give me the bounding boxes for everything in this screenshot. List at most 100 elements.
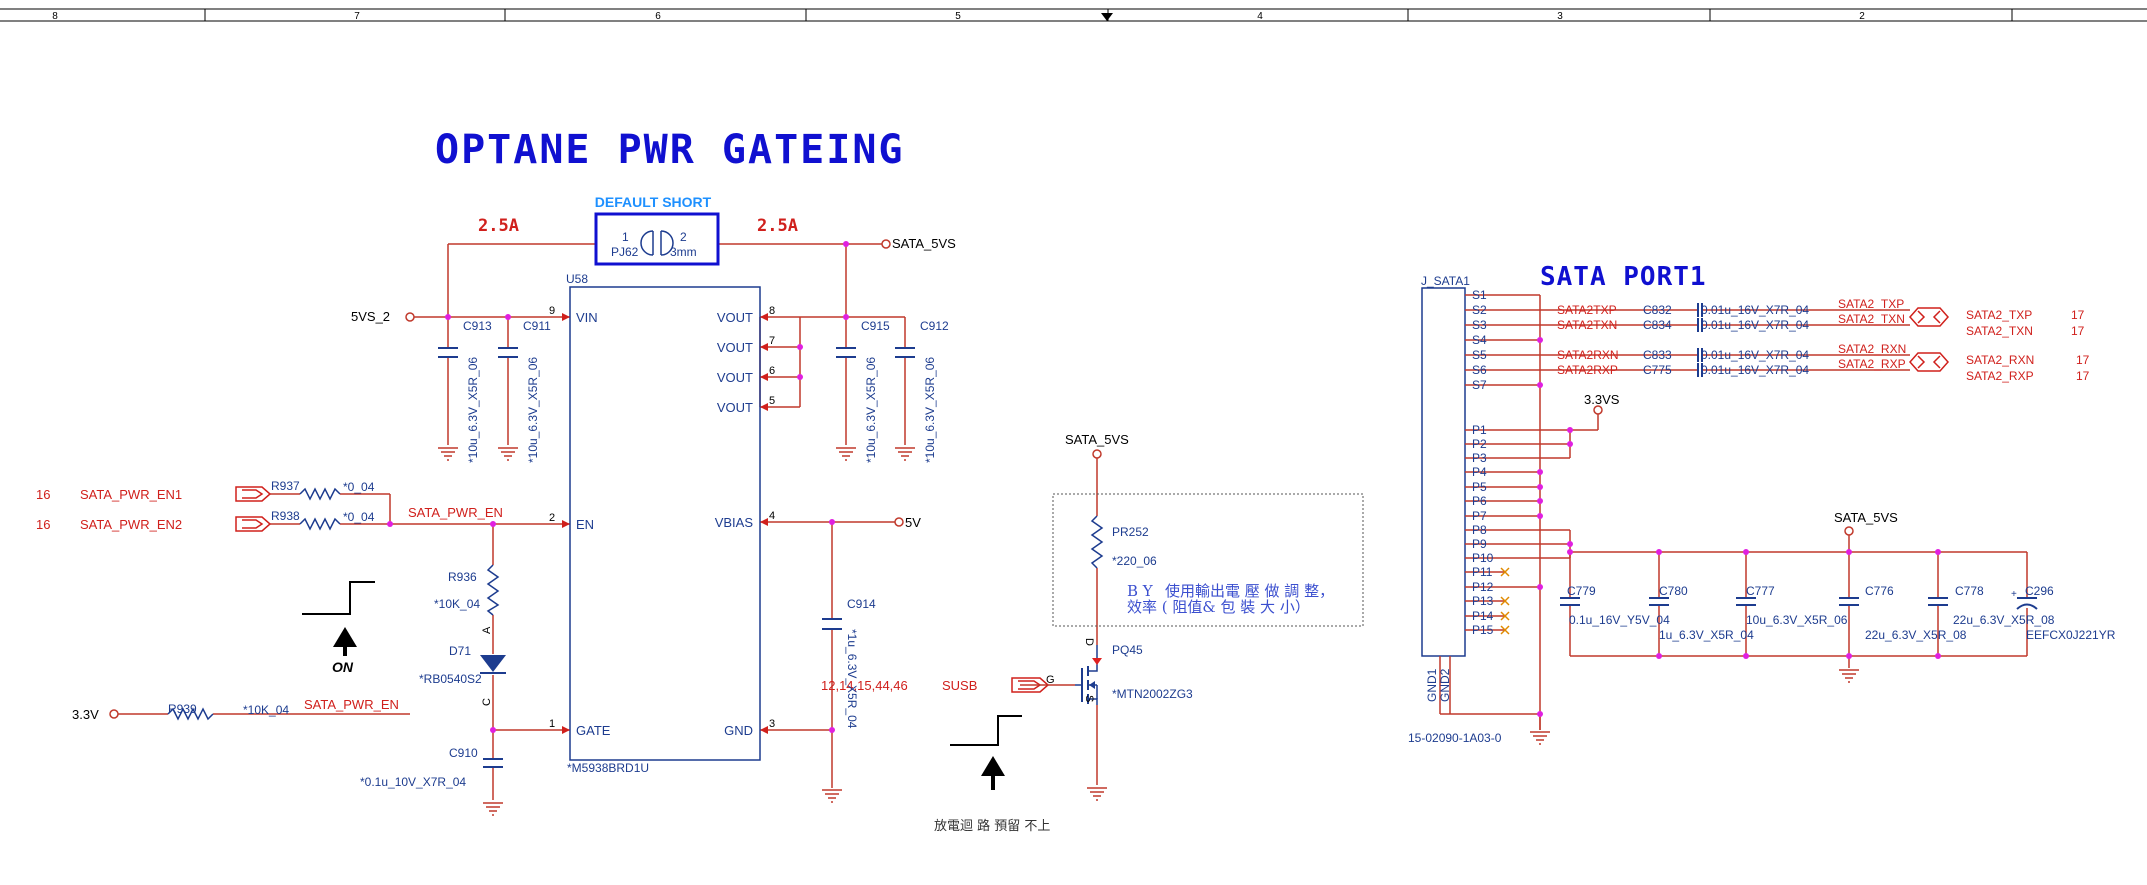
connector-pin: P15 [1472,623,1494,637]
step-indicator [950,715,1022,790]
part-value: 1u_6.3V_X5R_04 [1659,628,1754,642]
net-label: SATA2RXN [1557,348,1619,362]
net-label-sata-5vs: SATA_5VS [892,236,956,251]
frame-zone-bar: 8 7 6 5 4 3 2 [0,8,2147,22]
connector-pin: P10 [1472,551,1494,565]
ic-part: *M5938BRD1U [567,761,649,775]
net-label: SATA2TXN [1557,318,1617,332]
part-value: *0_04 [343,510,375,524]
net-label-susb: SUSB [942,678,977,693]
part-value: 10u_6.3V_X5R_06 [1746,613,1848,627]
diode-anode: A [481,626,493,634]
part-value: *10u_6.3V_X5R_06 [466,357,480,463]
part-value: 0.1u_16V_Y5V_04 [1569,613,1670,627]
pin-name: EN [576,517,594,532]
jumper-ref: PJ62 [611,245,639,259]
ground-symbol [894,447,916,461]
connector-gnd-pin: GND1 [1425,668,1439,702]
part-value: *0.1u_10V_X7R_04 [360,775,466,789]
diode-d71 [480,655,506,674]
on-step-indicator: ON [302,581,375,675]
part-value: *RB0540S2 [419,672,482,686]
pin-number: 7 [769,335,775,347]
note-bottom: 放電迴 路 預留 不上 [934,818,1050,834]
part-ref: D71 [449,644,471,658]
resistor-pr252 [1090,515,1104,569]
offpage-label: SATA2_RXN [1966,353,2034,367]
net-label-3v3s: 3.3VS [1584,392,1620,407]
pin-number: 9 [549,305,555,317]
part-ref: C915 [861,319,890,333]
part-value: *10K_04 [243,703,289,717]
zone-label: 6 [655,11,661,22]
net-label: SATA2_TXP [1838,297,1904,311]
pin-name: VOUT [717,370,753,385]
page-number: 16 [36,517,50,532]
part-ref: C910 [449,746,478,760]
capacitor-symbols [438,347,915,768]
part-value: 22u_6.3V_X5R_08 [1953,613,2055,627]
part-ref: C913 [463,319,492,333]
page-number: 17 [2071,324,2085,338]
part-value: *10u_6.3V_X5R_06 [923,357,937,463]
connector-pin: P7 [1472,509,1487,523]
connector-pin: S5 [1472,348,1487,362]
pin-name: GND [724,723,753,738]
part-value: *10u_6.3V_X5R_06 [864,357,878,463]
zone-label: 3 [1557,11,1563,22]
net-label-pwr-en: SATA_PWR_EN [408,505,503,520]
offpage-label: SATA2_TXP [1966,308,2032,322]
wire-junctions [1537,337,1941,717]
connector-pin: P13 [1472,594,1494,608]
ground-symbol [1086,787,1108,801]
note-box [1052,493,1364,627]
net-label-en1: SATA_PWR_EN1 [80,487,182,502]
net-terminals [109,239,1854,719]
net-label-en2: SATA_PWR_EN2 [80,517,182,532]
connector-pin: P8 [1472,523,1487,537]
ground-symbol [821,789,843,803]
pin-name: VOUT [717,310,753,325]
ground-symbol [835,447,857,461]
sata-connector-body [1421,287,1466,657]
offpage-flags [1908,307,1950,372]
sata-wiring [1439,294,2028,730]
pin-number: 2 [549,512,555,524]
ic-u58-body [569,286,761,761]
jumper-pin2: 2 [680,230,687,244]
ic-ref: U58 [566,272,588,286]
part-ref: R937 [271,479,300,493]
pin-name: VOUT [717,400,753,415]
connector-pin: P3 [1472,451,1487,465]
pin-name: VIN [576,310,598,325]
page-number: 17 [2076,369,2090,383]
pin-name: GATE [576,723,611,738]
connector-gnd-pin: GND2 [1438,668,1452,702]
note-by: B Y [1127,582,1154,600]
part-value: *10u_6.3V_X5R_06 [526,357,540,463]
diode-cathode: C [481,698,493,706]
connector-pin: P6 [1472,494,1487,508]
zone-label: 4 [1257,11,1263,22]
jumper-size: 3mm [670,245,697,259]
page-number: 16 [36,487,50,502]
resistor-symbols [167,487,500,721]
jumper-pin1: 1 [622,230,629,244]
wire-junctions [387,241,849,733]
jumper-pj62 [594,212,720,266]
connector-pin: P2 [1472,437,1487,451]
connector-pin: P9 [1472,537,1487,551]
part-value: *1u_6.3V_X5R_04 [845,629,859,729]
zone-label: 7 [354,11,360,22]
net-label: SATA2_RXN [1838,342,1906,356]
part-ref: C775 [1643,363,1672,377]
offpage-label: SATA2_TXN [1966,324,2033,338]
current-label-left: 2.5A [478,216,519,236]
on-label: ON [332,659,354,675]
pin-number: 1 [549,718,555,730]
part-value: 0.01u_16V_X7R_04 [1701,303,1809,317]
note-line1: 使用輸出電 壓 做 調 整， [1165,582,1334,600]
part-ref: C911 [523,319,551,333]
net-label-sata-5vs: SATA_5VS [1065,432,1129,447]
connector-pin: P12 [1472,580,1494,594]
